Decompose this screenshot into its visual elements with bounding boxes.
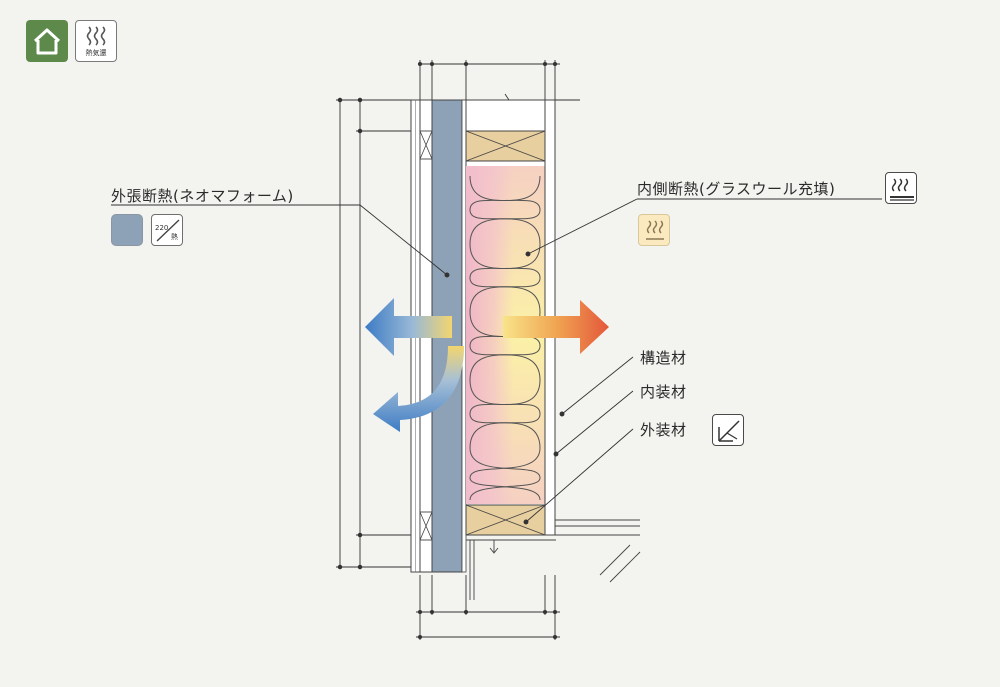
interior-finish-label: 内装材 (640, 383, 687, 401)
floor-detail (466, 519, 641, 600)
house-icon (33, 28, 61, 55)
heat-badge-caption: 熱気還 (85, 49, 107, 57)
cold-airflow-arrows (365, 298, 464, 432)
neoma-foam-swatch (111, 214, 143, 246)
exterior-wall-icon (718, 420, 740, 442)
exterior-insulation-label: 外張断熱(ネオマフォーム) (111, 187, 294, 205)
interior-insulation-label: 内側断熱(グラスウール充填) (637, 180, 836, 198)
diagonal-slash-icon (156, 219, 180, 242)
dimension-lines-left (336, 97, 420, 570)
heat-badge: 熱気還 (75, 20, 117, 62)
leader-lines (111, 198, 882, 525)
heat-waves-icon (86, 26, 106, 46)
exterior-finish-badge (712, 414, 744, 446)
warm-airflow-arrow (503, 300, 609, 354)
exterior-finish-label: 外装材 (640, 421, 687, 439)
insulation-ratio-badge: 220 熱 (151, 214, 183, 246)
ratio-caption-top: 220 (155, 224, 169, 232)
timber-plates (465, 130, 546, 536)
ratio-caption-bottom: 熱 (171, 233, 178, 241)
wall-heat-badge (885, 172, 917, 204)
wall-heat-icon (890, 178, 914, 201)
heat-waves-icon (646, 220, 664, 240)
heat-soft-badge (638, 214, 670, 246)
house-badge (26, 20, 68, 62)
dimension-lines-bottom (416, 575, 560, 640)
structural-member-label: 構造材 (640, 349, 687, 367)
